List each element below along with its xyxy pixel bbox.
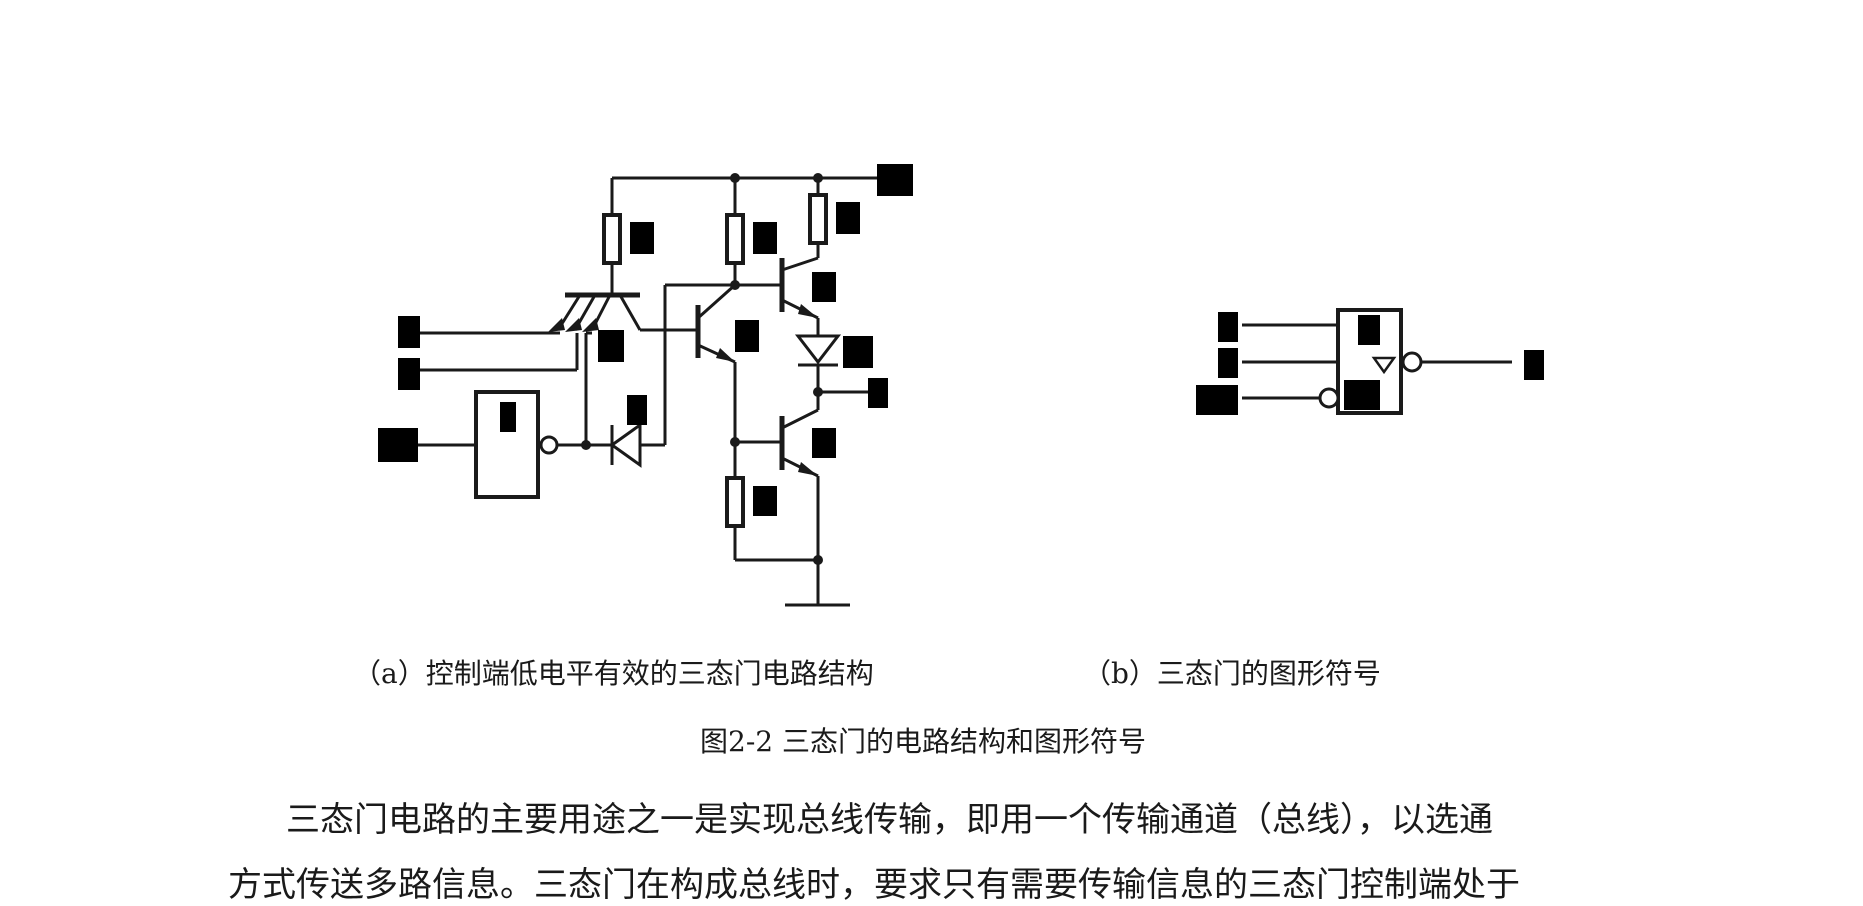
t3-label-redacted bbox=[812, 428, 836, 458]
resistor-r3 bbox=[808, 193, 828, 245]
diode-d1 bbox=[609, 422, 642, 468]
symbol-input-a-redacted bbox=[1218, 312, 1238, 342]
figure-2-2 bbox=[378, 164, 1544, 607]
enable-bubble bbox=[1318, 387, 1340, 409]
r2-label-redacted bbox=[753, 222, 777, 254]
resistor-r2 bbox=[725, 213, 745, 265]
t4-label-redacted bbox=[812, 272, 836, 302]
gate-function-label-redacted bbox=[1358, 315, 1380, 345]
vcc-label-redacted bbox=[877, 164, 913, 196]
gate-en-label-redacted bbox=[1344, 380, 1380, 410]
symbol-en-redacted bbox=[1196, 385, 1238, 415]
figure-title: 图2-2 三态门的电路结构和图形符号 bbox=[700, 725, 1146, 758]
inverter-bubble bbox=[539, 435, 559, 455]
paragraph-line-2: 方式传送多路信息。三态门在构成总线时，要求只有需要传输信息的三态门控制端处于 bbox=[228, 865, 1520, 905]
input-b-label-redacted bbox=[398, 358, 420, 390]
en-label-redacted bbox=[378, 428, 418, 462]
r3-label-redacted bbox=[836, 202, 860, 234]
r4-label-redacted bbox=[753, 486, 777, 516]
inverter-label-redacted bbox=[500, 402, 516, 432]
t2-label-redacted bbox=[735, 320, 759, 352]
diode-d2 bbox=[794, 334, 842, 365]
output-y-label-redacted bbox=[868, 378, 888, 408]
tristate-circuit-schematic bbox=[378, 164, 913, 607]
symbol-input-b-redacted bbox=[1218, 348, 1238, 378]
tristate-gate-symbol bbox=[1196, 308, 1544, 415]
tristate-triangle-icon bbox=[1371, 356, 1397, 375]
caption-b: （b）三态门的图形符号 bbox=[1083, 657, 1381, 690]
d1-label-redacted bbox=[627, 395, 647, 425]
output-bubble bbox=[1401, 351, 1423, 373]
r1-label-redacted bbox=[630, 222, 654, 254]
d2-label-redacted bbox=[843, 336, 873, 368]
resistor-r1 bbox=[602, 213, 622, 265]
input-a-label-redacted bbox=[398, 316, 420, 348]
caption-a: （a）控制端低电平有效的三态门电路结构 bbox=[353, 657, 874, 690]
t1-label-redacted bbox=[598, 330, 624, 362]
resistor-r4 bbox=[725, 476, 745, 528]
paragraph-line-1: 三态门电路的主要用途之一是实现总线传输，即用一个传输通道（总线），以选通 bbox=[286, 800, 1493, 840]
symbol-output-redacted bbox=[1524, 350, 1544, 380]
